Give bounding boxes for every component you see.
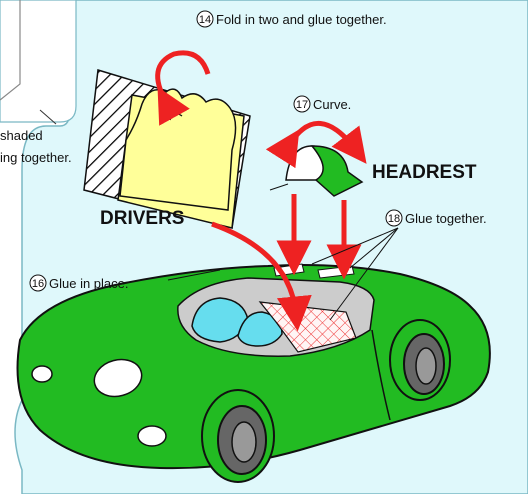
svg-text:18: 18: [388, 213, 400, 225]
svg-text:Glue in place.: Glue in place.: [49, 276, 129, 291]
svg-text:14: 14: [199, 14, 211, 26]
headlight-low: [138, 426, 166, 446]
wheel-front: [202, 390, 274, 482]
headrest-label: HEADREST: [372, 162, 477, 183]
svg-text:17: 17: [296, 99, 308, 111]
partial-text-1: shaded: [0, 128, 43, 143]
wheel-rear: [390, 320, 450, 400]
headlight-side: [32, 366, 52, 382]
svg-text:Fold in two and glue together.: Fold in two and glue together.: [216, 12, 387, 27]
partial-text-2: ing together.: [0, 150, 72, 165]
svg-text:Glue together.: Glue together.: [405, 211, 487, 226]
drivers-label: DRIVERS: [100, 208, 184, 229]
svg-text:Curve.: Curve.: [313, 97, 351, 112]
svg-text:16: 16: [32, 278, 44, 290]
step-17-label: 17 Curve.: [294, 96, 351, 112]
previous-step-box: [0, 0, 76, 122]
step-14-label: 14 Fold in two and glue together.: [197, 11, 387, 27]
